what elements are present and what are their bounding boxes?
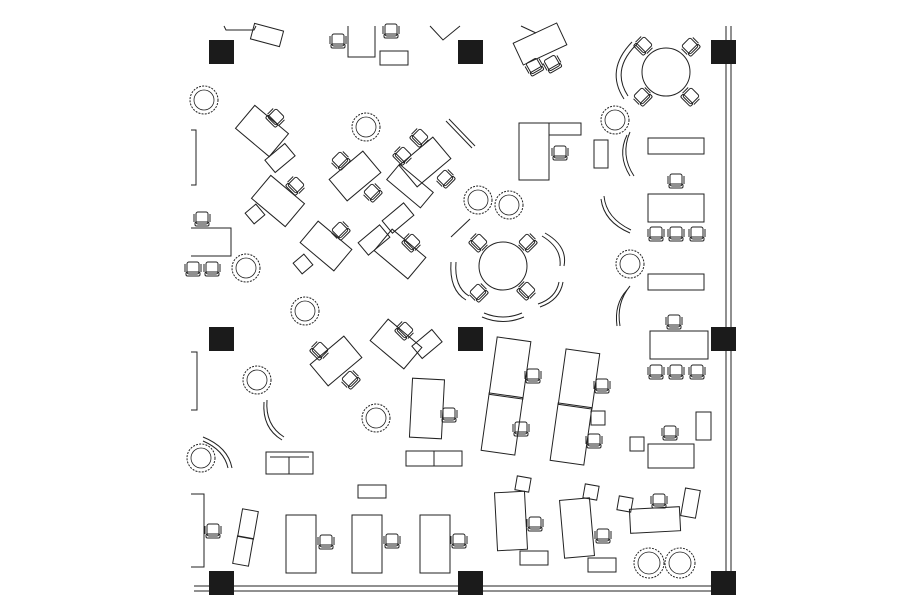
round-meeting-table (450, 232, 566, 322)
chair (450, 533, 468, 549)
chair (633, 87, 653, 107)
chair (309, 341, 329, 361)
chair (317, 534, 335, 550)
chair (518, 233, 538, 253)
chairs (184, 23, 706, 550)
potted-plant (463, 185, 493, 215)
potted-plants (186, 85, 696, 579)
chair (285, 176, 305, 196)
chair (681, 37, 701, 57)
chair (436, 169, 456, 189)
round-table (478, 241, 528, 291)
chair (650, 493, 668, 509)
chair (524, 368, 542, 384)
exterior-walls (194, 26, 732, 595)
potted-plant (633, 547, 665, 579)
column (711, 327, 736, 351)
potted-plant (242, 365, 272, 395)
potted-plant (615, 249, 645, 279)
column (711, 40, 736, 64)
chair (394, 321, 414, 341)
chair (204, 523, 222, 539)
column (711, 571, 736, 595)
bottom-desks (232, 475, 701, 574)
chair (203, 261, 221, 277)
right-meeting-area (600, 131, 712, 469)
chair (680, 87, 700, 107)
chair (468, 233, 488, 253)
chair (647, 226, 665, 242)
workstation-rows (263, 336, 606, 499)
potted-plant (494, 190, 524, 220)
left-edge-furniture (191, 129, 233, 568)
chair (688, 226, 706, 242)
chair (524, 58, 545, 77)
chair (593, 378, 611, 394)
chair (512, 421, 530, 437)
potted-plant (231, 253, 261, 283)
chair (667, 364, 685, 380)
round-table-top-right (615, 41, 691, 100)
structural-columns (209, 40, 736, 595)
chair (585, 433, 603, 449)
chair (382, 23, 400, 39)
chair (184, 261, 202, 277)
chair (667, 173, 685, 189)
chair (542, 55, 563, 74)
potted-plant (600, 105, 630, 135)
chair (526, 516, 544, 532)
potted-plant (290, 296, 320, 326)
column (458, 571, 483, 595)
chair (331, 221, 351, 241)
round-table (641, 47, 691, 97)
potted-plant (664, 547, 696, 579)
chair (363, 183, 383, 203)
column (458, 327, 483, 351)
chair (265, 108, 285, 128)
angled-workstation-cluster (234, 104, 476, 387)
chair (516, 281, 536, 301)
chair (401, 233, 421, 253)
chair (383, 533, 401, 549)
chair (665, 314, 683, 330)
chair (594, 528, 612, 544)
potted-plant (361, 403, 391, 433)
chair (647, 364, 665, 380)
l-shaped-desk (518, 122, 609, 181)
chair (341, 370, 361, 390)
chair (667, 226, 685, 242)
chair (392, 146, 412, 166)
chair (409, 128, 429, 148)
potted-plant (351, 112, 381, 142)
chair (193, 211, 211, 227)
chair (469, 283, 489, 303)
chair (633, 36, 653, 56)
column (458, 40, 483, 64)
chair (661, 425, 679, 441)
top-edge-furniture (223, 22, 568, 66)
chair (331, 151, 351, 171)
chair (329, 33, 347, 49)
column (209, 40, 234, 64)
potted-plant (186, 443, 216, 473)
column (209, 571, 234, 595)
chair (551, 145, 569, 161)
column (209, 327, 234, 351)
chair (440, 407, 458, 423)
potted-plant (189, 85, 219, 115)
chair (688, 364, 706, 380)
